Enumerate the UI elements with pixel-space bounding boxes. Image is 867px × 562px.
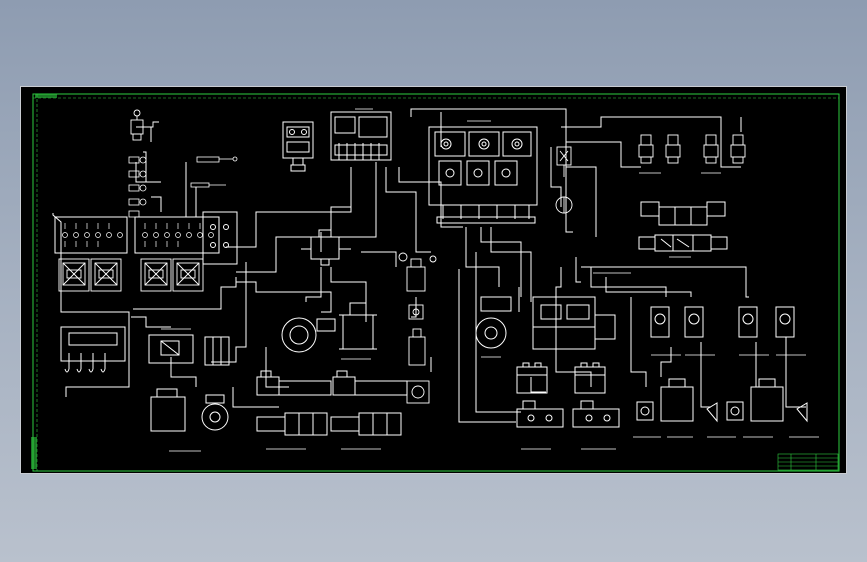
starter-motor — [150, 388, 229, 432]
wire — [410, 108, 573, 233]
relay-terminal — [223, 242, 229, 248]
valve-manifold — [256, 400, 620, 436]
wire — [530, 377, 546, 393]
wire — [660, 347, 672, 377]
wire — [305, 267, 322, 302]
wire — [361, 251, 397, 267]
caption-marks — [161, 108, 819, 452]
wire — [566, 141, 641, 168]
fuse-block — [134, 216, 220, 254]
wire — [236, 281, 332, 313]
instrument-panel — [60, 326, 126, 373]
wire — [605, 277, 692, 297]
hydraulic-valve — [301, 229, 351, 266]
sensor-probe — [190, 156, 238, 188]
connector-stack — [128, 156, 147, 218]
wire — [170, 357, 197, 387]
wire — [630, 297, 647, 387]
wire — [550, 147, 562, 207]
relay-terminal — [210, 224, 216, 230]
directional-valve — [638, 201, 728, 252]
drawing-frame — [32, 93, 840, 472]
wire — [133, 277, 237, 310]
gauge-ring — [281, 317, 336, 353]
wire — [330, 182, 352, 237]
wire — [411, 297, 417, 318]
wire — [131, 316, 171, 328]
pressure-sensor — [650, 306, 795, 338]
wire — [211, 262, 247, 363]
relay-terminal — [210, 242, 216, 248]
wire — [398, 167, 463, 228]
control-box — [282, 121, 314, 172]
electric-motor — [475, 296, 616, 350]
wire — [143, 151, 161, 183]
wire — [265, 347, 289, 388]
wire — [236, 162, 377, 273]
fuse-row — [62, 223, 214, 247]
main-harness-connector — [330, 111, 392, 161]
wire — [458, 269, 516, 423]
controller-box — [148, 334, 230, 366]
wire — [581, 266, 749, 298]
wire — [566, 166, 597, 237]
wire — [475, 252, 521, 413]
relay-module — [202, 211, 238, 265]
relay-terminal — [223, 224, 229, 230]
title-block — [777, 453, 839, 471]
wire — [52, 213, 62, 297]
electrical-schematic — [31, 93, 840, 472]
wire — [575, 257, 581, 283]
wire — [465, 227, 500, 287]
drawing-sheet — [20, 86, 847, 474]
top-left-tab — [35, 94, 57, 98]
wire — [151, 196, 162, 212]
wire — [135, 162, 149, 183]
actuator — [636, 378, 808, 423]
battery — [516, 362, 606, 394]
solenoid — [638, 134, 746, 164]
valve-block — [428, 126, 538, 224]
solenoid-valve — [256, 370, 408, 396]
pressure-switch — [555, 146, 573, 214]
ignition-switch — [130, 109, 159, 141]
flange-pipe — [339, 302, 377, 350]
left-margin-tab — [31, 437, 37, 469]
wire — [785, 337, 806, 408]
level-sensor — [398, 252, 437, 404]
relay-unit — [58, 258, 204, 292]
wire — [700, 342, 711, 408]
wire — [385, 167, 431, 253]
wire — [561, 116, 741, 168]
wire — [480, 227, 522, 297]
wire — [330, 267, 367, 322]
wire — [60, 297, 130, 397]
fuse-block — [54, 216, 128, 254]
wire — [490, 227, 532, 302]
wire — [232, 387, 279, 408]
